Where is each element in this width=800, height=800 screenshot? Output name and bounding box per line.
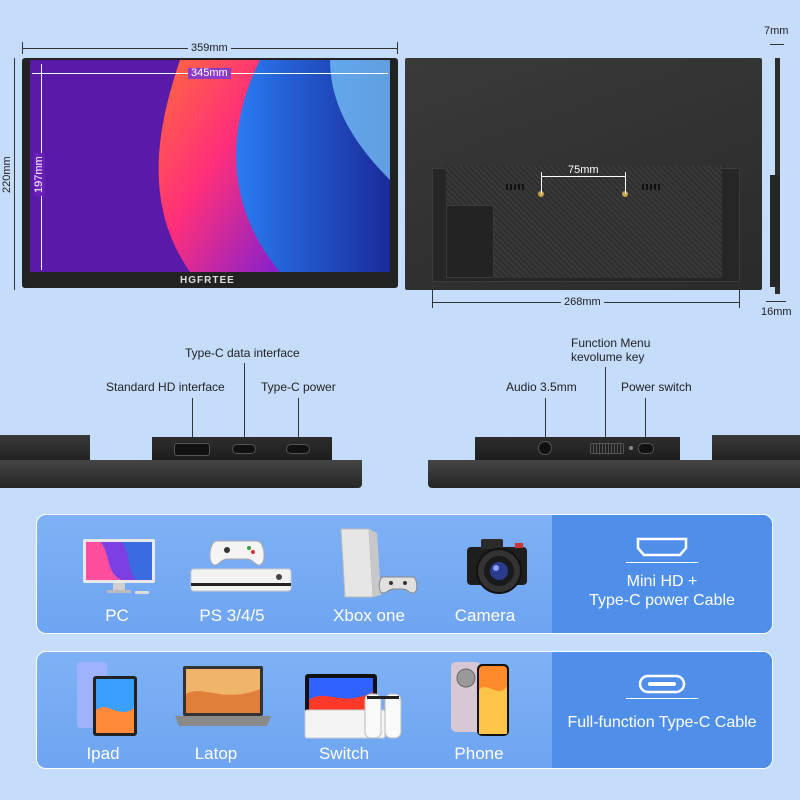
camera-icon <box>467 539 527 594</box>
type-c-data-port <box>232 444 256 454</box>
monitor-bottom-edge-right <box>428 460 800 488</box>
dim-height-total: 220mm <box>1 153 13 196</box>
smartphone-icon <box>451 662 509 736</box>
monitor-bottom-edge-left <box>0 460 362 488</box>
dim-vesa: 75mm <box>566 164 601 176</box>
dim-tick <box>541 172 542 194</box>
device-label-laptop: Latop <box>194 744 238 763</box>
dim-tick <box>625 172 626 194</box>
hdmi-icon <box>636 537 688 557</box>
cable-label-line-2: Type-C power Cable <box>589 592 735 609</box>
callout-line <box>192 398 193 440</box>
game-console-tower-icon <box>340 528 418 598</box>
label-standard-hd: Standard HD interface <box>106 380 225 394</box>
label-function-menu: Function Menu <box>571 336 651 350</box>
cable-panel-type-c: Full-function Type-C Cable <box>552 652 772 768</box>
dim-tick <box>22 42 23 54</box>
dim-depth-top: 7mm <box>764 25 789 37</box>
label-type-c-power: Type-C power <box>261 380 336 394</box>
dim-line-depth-top <box>770 44 784 45</box>
dim-stand-width: 268mm <box>561 297 604 308</box>
laptop-icon <box>175 666 271 726</box>
screen-wallpaper <box>30 60 390 272</box>
tablet-icon <box>77 662 137 736</box>
callout-line <box>545 398 546 438</box>
dim-tick <box>397 42 398 54</box>
cable-panel-hd: Mini HD + Type-C power Cable <box>552 515 772 633</box>
device-label-ipad: Ipad <box>86 744 120 763</box>
type-c-icon <box>638 674 686 694</box>
kickstand-side <box>770 175 780 287</box>
monitor-screen <box>30 60 390 272</box>
dim-tick <box>432 284 433 308</box>
volume-wheel <box>590 443 624 454</box>
audio-jack <box>538 441 552 455</box>
vesa-screw-left <box>538 191 544 197</box>
label-audio: Audio 3.5mm <box>506 380 577 394</box>
hd-port <box>174 443 210 456</box>
vent-left <box>506 184 524 190</box>
dim-width-total: 359mm <box>188 43 231 54</box>
device-label-xbox: Xbox one <box>333 606 405 625</box>
dim-height-screen: 197mm <box>33 153 45 196</box>
device-label-pc: PC <box>105 606 129 625</box>
dim-line-height-total <box>14 58 15 290</box>
monitor-edge-right-top <box>712 435 800 462</box>
device-panel-hd: Mini HD + Type-C power Cable <box>36 514 773 634</box>
callout-line <box>605 367 606 438</box>
callout-line <box>645 398 646 438</box>
device-label-ps: PS 3/4/5 <box>199 606 265 625</box>
cable-label: Full-function Type-C Cable <box>567 714 757 731</box>
device-label-switch: Switch <box>318 744 370 763</box>
cable-label-line-1: Mini HD + <box>626 573 698 590</box>
type-c-power-port <box>286 444 310 454</box>
monitor-edge-left-top <box>0 435 90 462</box>
cable-divider <box>626 698 698 699</box>
dim-width-screen: 345mm <box>188 68 231 79</box>
game-console-icon <box>190 540 292 592</box>
imac-icon <box>83 539 155 594</box>
device-label-phone: Phone <box>454 744 504 763</box>
power-button <box>638 443 654 454</box>
label-type-c-data: Type-C data interface <box>185 346 300 360</box>
kickstand-cutout <box>446 205 494 278</box>
label-volume-key: kevolume key <box>571 350 645 364</box>
callout-line <box>244 363 245 440</box>
label-power-switch: Power switch <box>621 380 692 394</box>
handheld-console-icon <box>304 674 402 739</box>
dim-line-vesa <box>541 176 625 177</box>
dim-depth-bottom: 16mm <box>761 306 792 318</box>
device-panel-type-c: Full-function Type-C Cable Ipad Latop Sw… <box>36 651 773 769</box>
dim-tick <box>739 284 740 308</box>
device-label-camera: Camera <box>454 606 516 625</box>
dim-line-depth-bottom <box>766 301 786 302</box>
cable-divider <box>626 562 698 563</box>
led-indicator <box>629 446 633 450</box>
callout-line <box>298 398 299 440</box>
vesa-screw-right <box>622 191 628 197</box>
vent-right <box>642 184 660 190</box>
brand-logo: HGFRTEE <box>180 275 235 286</box>
